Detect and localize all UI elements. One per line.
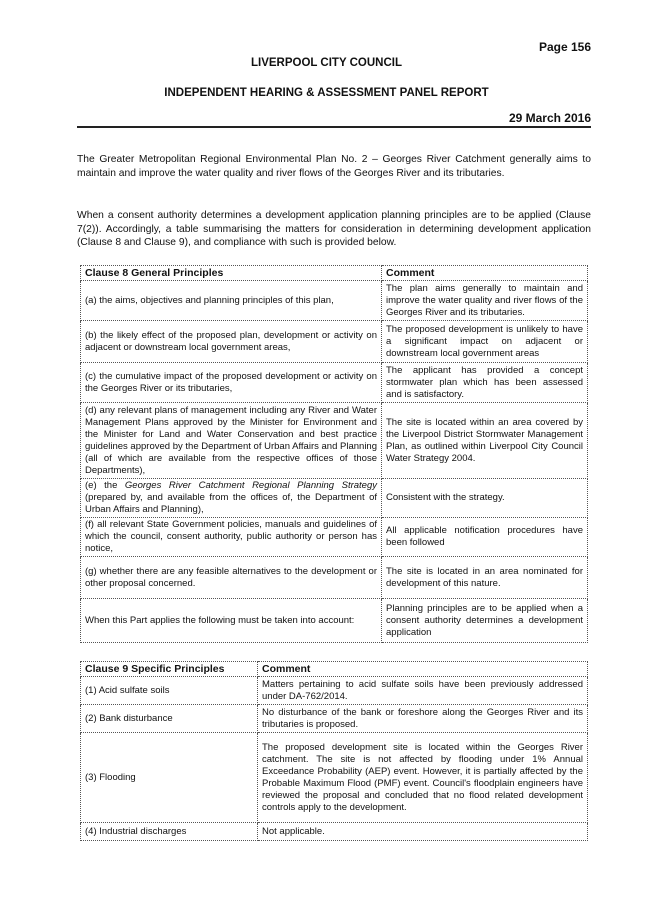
table-row: (1) Acid sulfate soils Matters pertainin… xyxy=(80,676,588,705)
table-header-row: Clause 9 Specific Principles Comment xyxy=(80,661,588,677)
table-cell: The site is located within an area cover… xyxy=(381,402,588,479)
table-row: (4) Industrial discharges Not applicable… xyxy=(80,822,588,841)
table-cell: (4) Industrial discharges xyxy=(80,822,258,841)
table-row: (d) any relevant plans of management inc… xyxy=(80,402,588,479)
table-cell: (g) whether there are any feasible alter… xyxy=(80,556,382,599)
paragraph-intro: The Greater Metropolitan Regional Enviro… xyxy=(77,154,591,179)
clause-9-table: Clause 9 Specific Principles Comment (1)… xyxy=(80,661,588,841)
table-cell: The plan aims generally to maintain and … xyxy=(381,280,588,321)
table-cell: Matters pertaining to acid sulfate soils… xyxy=(257,676,588,705)
table-cell: (f) all relevant State Government polici… xyxy=(80,517,382,557)
table-row: (f) all relevant State Government polici… xyxy=(80,517,588,557)
table-cell: (3) Flooding xyxy=(80,732,258,823)
column-header: Clause 9 Specific Principles xyxy=(80,661,258,677)
report-date: 29 March 2016 xyxy=(508,111,591,125)
table-header-row: Clause 8 General Principles Comment xyxy=(80,265,588,281)
table-cell: Planning principles are to be applied wh… xyxy=(381,598,588,643)
table-cell: Not applicable. xyxy=(257,822,588,841)
strategy-title: Georges River Catchment Regional Plannin… xyxy=(124,480,377,491)
table-cell: (a) the aims, objectives and planning pr… xyxy=(80,280,382,321)
table-cell: The applicant has provided a concept sto… xyxy=(381,362,588,403)
table-row: (b) the likely effect of the proposed pl… xyxy=(80,320,588,363)
report-title: INDEPENDENT HEARING & ASSESSMENT PANEL R… xyxy=(164,87,489,99)
table-cell: (2) Bank disturbance xyxy=(80,704,258,733)
column-header: Clause 8 General Principles xyxy=(80,265,382,281)
paragraph-consent: When a consent authority determines a de… xyxy=(77,210,591,249)
table-row: (3) Flooding The proposed development si… xyxy=(80,732,588,823)
table-row: (g) whether there are any feasible alter… xyxy=(80,556,588,599)
table-cell: No disturbance of the bank or foreshore … xyxy=(257,704,588,733)
council-name: LIVERPOOL CITY COUNCIL xyxy=(250,57,402,69)
table-cell: (d) any relevant plans of management inc… xyxy=(80,402,382,479)
table-row: (2) Bank disturbance No disturbance of t… xyxy=(80,704,588,733)
table-cell: The site is located in an area nominated… xyxy=(381,556,588,599)
table-cell: Consistent with the strategy. xyxy=(381,478,588,518)
header-rule xyxy=(77,126,591,128)
table-cell: The proposed development is unlikely to … xyxy=(381,320,588,363)
table-cell: When this Part applies the following mus… xyxy=(80,598,382,643)
table-cell: All applicable notification procedures h… xyxy=(381,517,588,557)
table-row: (a) the aims, objectives and planning pr… xyxy=(80,280,588,321)
column-header: Comment xyxy=(257,661,588,677)
table-cell: (c) the cumulative impact of the propose… xyxy=(80,362,382,403)
table-cell: (e) the Georges River Catchment Regional… xyxy=(80,478,382,518)
table-row: When this Part applies the following mus… xyxy=(80,598,588,643)
table-cell: (b) the likely effect of the proposed pl… xyxy=(80,320,382,363)
table-row: (e) the Georges River Catchment Regional… xyxy=(80,478,588,518)
table-cell: (1) Acid sulfate soils xyxy=(80,676,258,705)
table-cell: The proposed development site is located… xyxy=(257,732,588,823)
page-number: Page 156 xyxy=(538,40,591,54)
table-row: (c) the cumulative impact of the propose… xyxy=(80,362,588,403)
clause-8-table: Clause 8 General Principles Comment (a) … xyxy=(80,265,588,643)
column-header: Comment xyxy=(381,265,588,281)
